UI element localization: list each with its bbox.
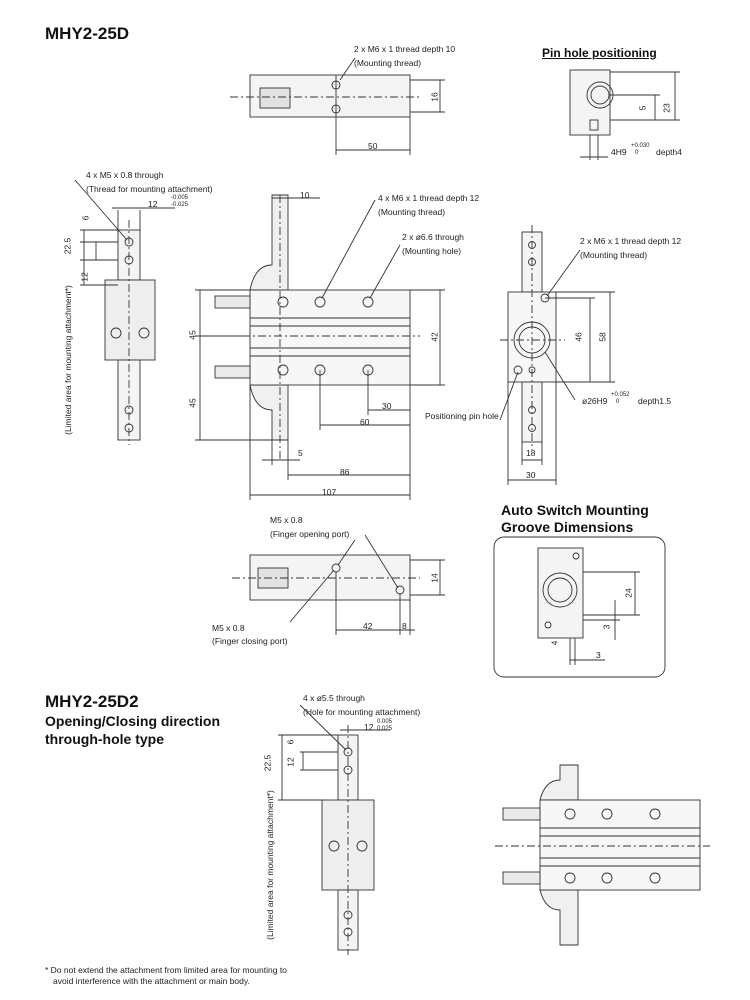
dim-front-60: 60 [360, 417, 370, 427]
model-title-d2: MHY2-25D2 [45, 692, 139, 711]
attachment-view [74, 179, 175, 445]
dim-side-18: 18 [526, 448, 536, 458]
dim-d2-12-tol-up: 0.005 [377, 719, 393, 725]
attach-thread-label: 4 x M5 x 0.8 through [86, 170, 164, 180]
dim-bot-42: 42 [363, 621, 373, 631]
dim-d2-22-5: 22.5 [262, 754, 273, 772]
open-port-sublabel: (Finger opening port) [270, 529, 350, 539]
d2-subtitle-line1: Opening/Closing direction [45, 713, 220, 729]
limited-area-label: (Limited area for mounting attachment*) [63, 285, 73, 435]
dim-top-50: 50 [368, 141, 378, 151]
bottom-view [232, 534, 445, 635]
side-thread-label: 2 x M6 x 1 thread depth 12 [580, 236, 682, 246]
top-thread-sublabel: (Mounting thread) [354, 58, 422, 68]
dim-front-30: 30 [382, 401, 392, 411]
through-hole-sublabel: (Mounting hole) [402, 246, 462, 256]
d2-subtitle-line2: through-hole type [45, 731, 164, 747]
dim-att-12: 12 [148, 199, 158, 209]
dim-as-3b: 3 [596, 650, 601, 660]
dim-d2-12: 12 [364, 722, 374, 732]
dim-att-12-tol-low: -0.025 [171, 202, 189, 208]
pin-tol-up: +0.052 [611, 392, 630, 398]
open-port-label: M5 x 0.8 [270, 515, 303, 525]
front-view [195, 194, 445, 500]
dim-front-10: 10 [300, 190, 310, 200]
dim-d2-6: 6 [285, 739, 296, 745]
dim-front-86: 86 [340, 467, 350, 477]
dim-front-45b: 45 [187, 398, 198, 408]
d2-hole-sublabel: (Hole for mounting attachment) [303, 707, 421, 717]
side-thread-sublabel: (Mounting thread) [580, 250, 648, 260]
close-port-sublabel: (Finger closing port) [212, 636, 288, 646]
d2-limited-area-label: (Limited area for mounting attachment*) [265, 790, 275, 940]
dim-pin-23: 23 [661, 103, 672, 113]
auto-switch-title-line1: Auto Switch Mounting [501, 502, 649, 518]
dim-side-30: 30 [526, 470, 536, 480]
dim-att-22-5: 22.5 [62, 237, 73, 255]
h9-tol-low: 0 [635, 150, 639, 156]
close-port-label: M5 x 0.8 [212, 623, 245, 633]
h9-depth: depth4 [656, 147, 682, 157]
footnote-line1: * Do not extend the attachment from limi… [45, 965, 287, 975]
h9-tol-up: +0.030 [631, 143, 650, 149]
top-view [230, 57, 445, 155]
h9-label: 4H9 [611, 147, 627, 157]
positioning-pin-label: Positioning pin hole [425, 411, 499, 421]
front-thread-sublabel: (Mounting thread) [378, 207, 446, 217]
front-thread-label: 4 x M6 x 1 thread depth 12 [378, 193, 480, 203]
auto-switch-view [493, 536, 666, 678]
dim-att-6: 6 [80, 215, 91, 221]
dim-front-5: 5 [298, 448, 303, 458]
dim-front-45a: 45 [187, 330, 198, 340]
d2-hole-label: 4 x ø5.5 through [303, 693, 365, 703]
dim-as-3a: 3 [601, 624, 612, 630]
footnote-line2: avoid interference with the attachment o… [53, 976, 250, 986]
dim-d2-12b: 12 [285, 757, 296, 767]
dim-side-58: 58 [597, 332, 608, 342]
side-view [499, 225, 615, 485]
through-hole-label: 2 x ø6.6 through [402, 232, 464, 242]
model-title-d: MHY2-25D [45, 24, 130, 43]
dim-d2-12-tol-low: 0.025 [377, 726, 393, 732]
pin-tol-low: 0 [616, 399, 620, 405]
dim-as-24: 24 [623, 588, 634, 598]
dim-front-107: 107 [322, 487, 337, 497]
d2-front-view [495, 764, 710, 946]
pin-depth-label: depth1.5 [638, 396, 672, 406]
dim-side-46: 46 [573, 332, 584, 342]
auto-switch-title-line2: Groove Dimensions [501, 519, 634, 535]
dim-att-12b: 12 [79, 272, 90, 282]
pin-hole-title: Pin hole positioning [542, 46, 657, 60]
dim-pin-5: 5 [637, 105, 648, 111]
attach-thread-sublabel: (Thread for mounting attachment) [86, 184, 213, 194]
pin-tol-label: ø26H9 [582, 396, 608, 406]
dim-as-4: 4 [549, 640, 560, 646]
d2-attachment-view [278, 704, 390, 955]
pin-hole-view [569, 69, 680, 160]
dim-front-42: 42 [429, 332, 440, 342]
dim-bot-8: 8 [402, 621, 407, 631]
dim-att-12-tol-up: -0.005 [171, 195, 189, 201]
dim-bot-14: 14 [429, 573, 440, 583]
top-thread-label: 2 x M6 x 1 thread depth 10 [354, 44, 456, 54]
dim-top-16: 16 [429, 92, 440, 102]
